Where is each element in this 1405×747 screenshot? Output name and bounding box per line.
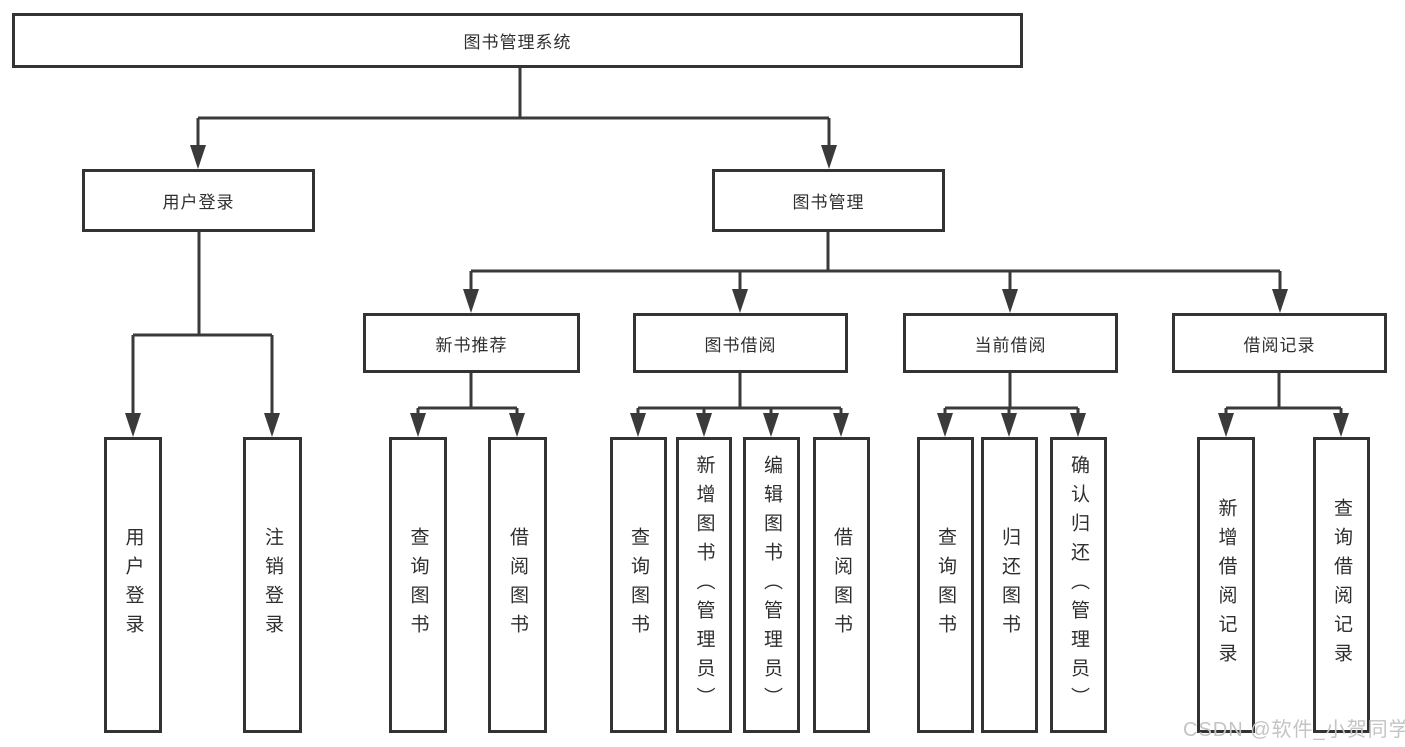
leaf-borrow-books-2-label: 借阅图书	[831, 527, 852, 643]
leaf-confirm-return-admin-label: 确认归还（管理员）	[1068, 454, 1089, 716]
leaf-add-borrow-record-label: 新增借阅记录	[1215, 498, 1237, 672]
node-current-borrowing-label: 当前借阅	[974, 335, 1047, 355]
leaf-confirm-return-admin: 确认归还（管理员）	[1050, 437, 1107, 733]
node-user-login-label: 用户登录	[162, 193, 235, 212]
leaf-logout-label: 注销登录	[262, 527, 283, 643]
node-book-management-label: 图书管理	[792, 193, 865, 212]
leaf-add-books-admin-label: 新增图书（管理员）	[693, 454, 715, 716]
leaf-query-books-2: 查询图书	[610, 437, 667, 733]
leaf-query-books-3-label: 查询图书	[935, 527, 956, 643]
leaf-user-login: 用户登录	[104, 437, 162, 733]
leaf-query-books-1-label: 查询图书	[407, 527, 429, 643]
leaf-edit-books-admin-label: 编辑图书（管理员）	[761, 454, 782, 716]
node-borrowing-records: 借阅记录	[1172, 313, 1387, 373]
leaf-query-books-1: 查询图书	[389, 437, 447, 733]
leaf-edit-books-admin: 编辑图书（管理员）	[743, 437, 800, 733]
node-root-label: 图书管理系统	[463, 33, 572, 52]
node-current-borrowing: 当前借阅	[903, 313, 1118, 373]
leaf-borrow-books-2: 借阅图书	[813, 437, 870, 733]
leaf-borrow-books-1-label: 借阅图书	[507, 527, 528, 643]
leaf-query-books-2-label: 查询图书	[628, 527, 649, 643]
node-book-management: 图书管理	[712, 169, 945, 232]
leaf-add-books-admin: 新增图书（管理员）	[676, 437, 732, 733]
node-new-book-recommend-label: 新书推荐	[435, 335, 508, 355]
leaf-add-borrow-record: 新增借阅记录	[1197, 437, 1255, 733]
leaf-user-login-label: 用户登录	[122, 527, 144, 643]
node-new-book-recommend: 新书推荐	[363, 313, 580, 373]
leaf-logout: 注销登录	[243, 437, 302, 733]
leaf-return-books-label: 归还图书	[999, 527, 1020, 643]
node-root-library-system: 图书管理系统	[12, 13, 1023, 68]
node-borrowing-records-label: 借阅记录	[1243, 335, 1316, 355]
leaf-query-books-3: 查询图书	[917, 437, 974, 733]
leaf-query-borrow-record-label: 查询借阅记录	[1331, 498, 1352, 672]
node-book-borrowing-label: 图书借阅	[704, 335, 777, 355]
csdn-watermark: CSDN @软件_小贺同学	[1183, 719, 1405, 741]
leaf-query-borrow-record: 查询借阅记录	[1313, 437, 1370, 733]
arrowheads	[125, 145, 1349, 437]
node-user-login: 用户登录	[82, 169, 315, 232]
leaf-return-books: 归还图书	[981, 437, 1038, 733]
node-book-borrowing: 图书借阅	[633, 313, 848, 373]
leaf-borrow-books-1: 借阅图书	[488, 437, 547, 733]
